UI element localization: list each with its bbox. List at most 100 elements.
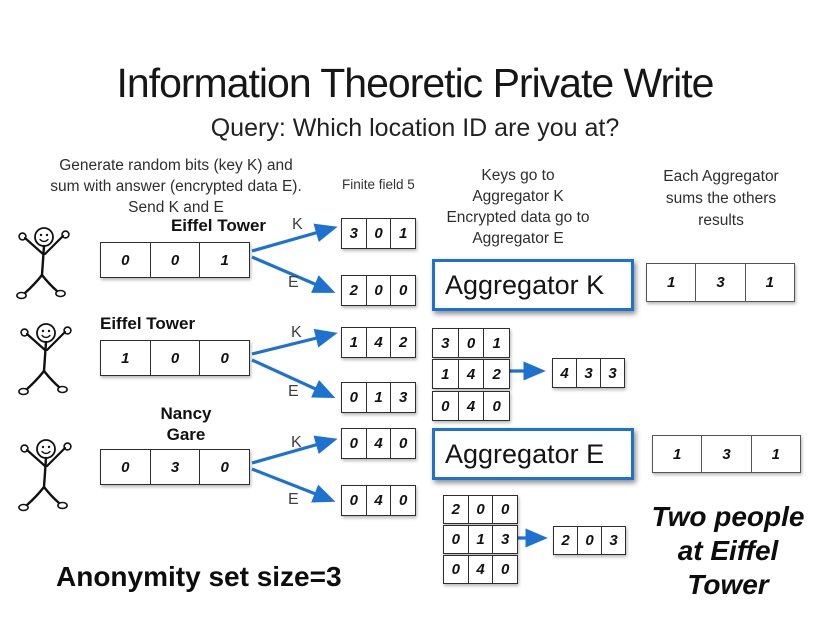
generate-note: Generate random bits (key K) and sum wit… <box>20 155 332 218</box>
location-line: Gare <box>166 425 206 444</box>
vector-cell: 2 <box>444 496 469 523</box>
vector-cell: 4 <box>459 392 485 420</box>
person1-encrypted-label: E <box>288 274 299 291</box>
vector-cell: 0 <box>101 243 151 277</box>
vector-cell: 2 <box>342 276 367 305</box>
vector-cell: 3 <box>501 531 510 548</box>
finite-field-note: Finite field 5 <box>342 177 415 192</box>
vector-cell: 2 <box>399 334 408 351</box>
vector-cell: 3 <box>696 264 746 301</box>
vector-cell: 2 <box>492 365 501 383</box>
person3-encrypted-label: E <box>288 491 299 508</box>
vector-cell: 1 <box>342 328 367 357</box>
person2-location-label: Eiffel Tower <box>100 314 196 333</box>
keys-routing-note: Keys go to Aggregator K Encrypted data g… <box>427 165 609 249</box>
aggregator-k-box: Aggregator K <box>432 259 634 311</box>
note-line: sums the others <box>665 190 777 207</box>
caption-line: at Eiffel <box>677 535 779 566</box>
vector-cell: 0 <box>399 435 408 452</box>
vector-cell: 0 <box>492 397 501 415</box>
person3-location-label: Nancy Gare <box>136 403 236 445</box>
vector-cell: 0 <box>578 527 602 554</box>
vector-cell: 0 <box>444 556 469 583</box>
vector-cell: 0 <box>151 243 201 277</box>
vector-cell: 1 <box>771 445 780 463</box>
vector-cell: 1 <box>653 436 703 472</box>
vector-cell: 3 <box>433 329 459 357</box>
vector-cell: 1 <box>101 341 151 375</box>
person1-location-label: Eiffel Tower <box>170 216 267 235</box>
person3-key-label: K <box>291 434 302 451</box>
person2-encrypted-label: E <box>288 383 299 400</box>
vector-cell: 0 <box>433 392 459 420</box>
page-title: Information Theoretic Private Write <box>116 60 715 106</box>
vector-cell: 0 <box>151 341 201 375</box>
vector-cell: 0 <box>342 486 367 515</box>
vector-cell: 3 <box>151 450 201 484</box>
vector-cell: 4 <box>469 556 494 583</box>
anonymity-caption: Anonymity set size=3 <box>56 561 342 592</box>
vector-cell: 1 <box>469 526 494 553</box>
note-line: results <box>698 212 744 229</box>
note-line: Aggregator K <box>472 188 564 205</box>
vector-cell: 1 <box>433 360 459 388</box>
vector-cell: 0 <box>220 349 229 367</box>
vector-cell: 0 <box>444 526 469 553</box>
vector-cell: 1 <box>399 225 408 242</box>
vector-cell: 0 <box>220 458 229 476</box>
vector-cell: 3 <box>399 389 408 406</box>
person1-key-label: K <box>292 216 303 233</box>
person1-stick-figure-icon <box>12 224 74 312</box>
vector-cell: 4 <box>367 429 392 458</box>
person3-stick-figure-icon <box>14 436 76 524</box>
vector-cell: 1 <box>492 334 501 352</box>
vector-cell: 3 <box>342 219 367 248</box>
vector-cell: 1 <box>647 264 697 301</box>
note-line: Each Aggregator <box>663 168 779 185</box>
query-subtitle: Query: Which location ID are you at? <box>210 114 620 142</box>
vector-cell: 1 <box>765 274 774 291</box>
vector-cell: 0 <box>459 329 485 357</box>
vector-cell: 4 <box>367 486 392 515</box>
vector-cell: 0 <box>501 561 510 578</box>
vector-cell: 0 <box>399 282 408 299</box>
aggregator-e-box: Aggregator E <box>432 428 634 480</box>
note-line: sum with answer (encrypted data E). <box>50 178 302 195</box>
person2-key-label: K <box>291 324 302 341</box>
vector-cell: 3 <box>702 436 752 472</box>
vector-cell: 3 <box>608 364 617 382</box>
vector-cell: 2 <box>554 527 578 554</box>
conclusion-caption: Two people at Eiffel Tower <box>622 500 830 602</box>
vector-cell: 4 <box>459 360 485 388</box>
vector-cell: 0 <box>101 450 151 484</box>
vector-cell: 3 <box>609 532 618 549</box>
note-line: Keys go to <box>481 167 555 184</box>
aggregator-role-note: Each Aggregator sums the others results <box>632 166 810 232</box>
vector-cell: 0 <box>367 276 392 305</box>
vector-cell: 4 <box>367 328 392 357</box>
vector-cell: 0 <box>501 501 510 518</box>
caption-line: Tower <box>687 569 769 600</box>
caption-line: Two people <box>651 501 805 532</box>
note-line: Send K and E <box>128 199 224 216</box>
note-line: Encrypted data go to <box>446 209 590 226</box>
vector-cell: 0 <box>399 492 408 509</box>
vector-cell: 0 <box>342 429 367 458</box>
vector-cell: 0 <box>469 496 494 523</box>
